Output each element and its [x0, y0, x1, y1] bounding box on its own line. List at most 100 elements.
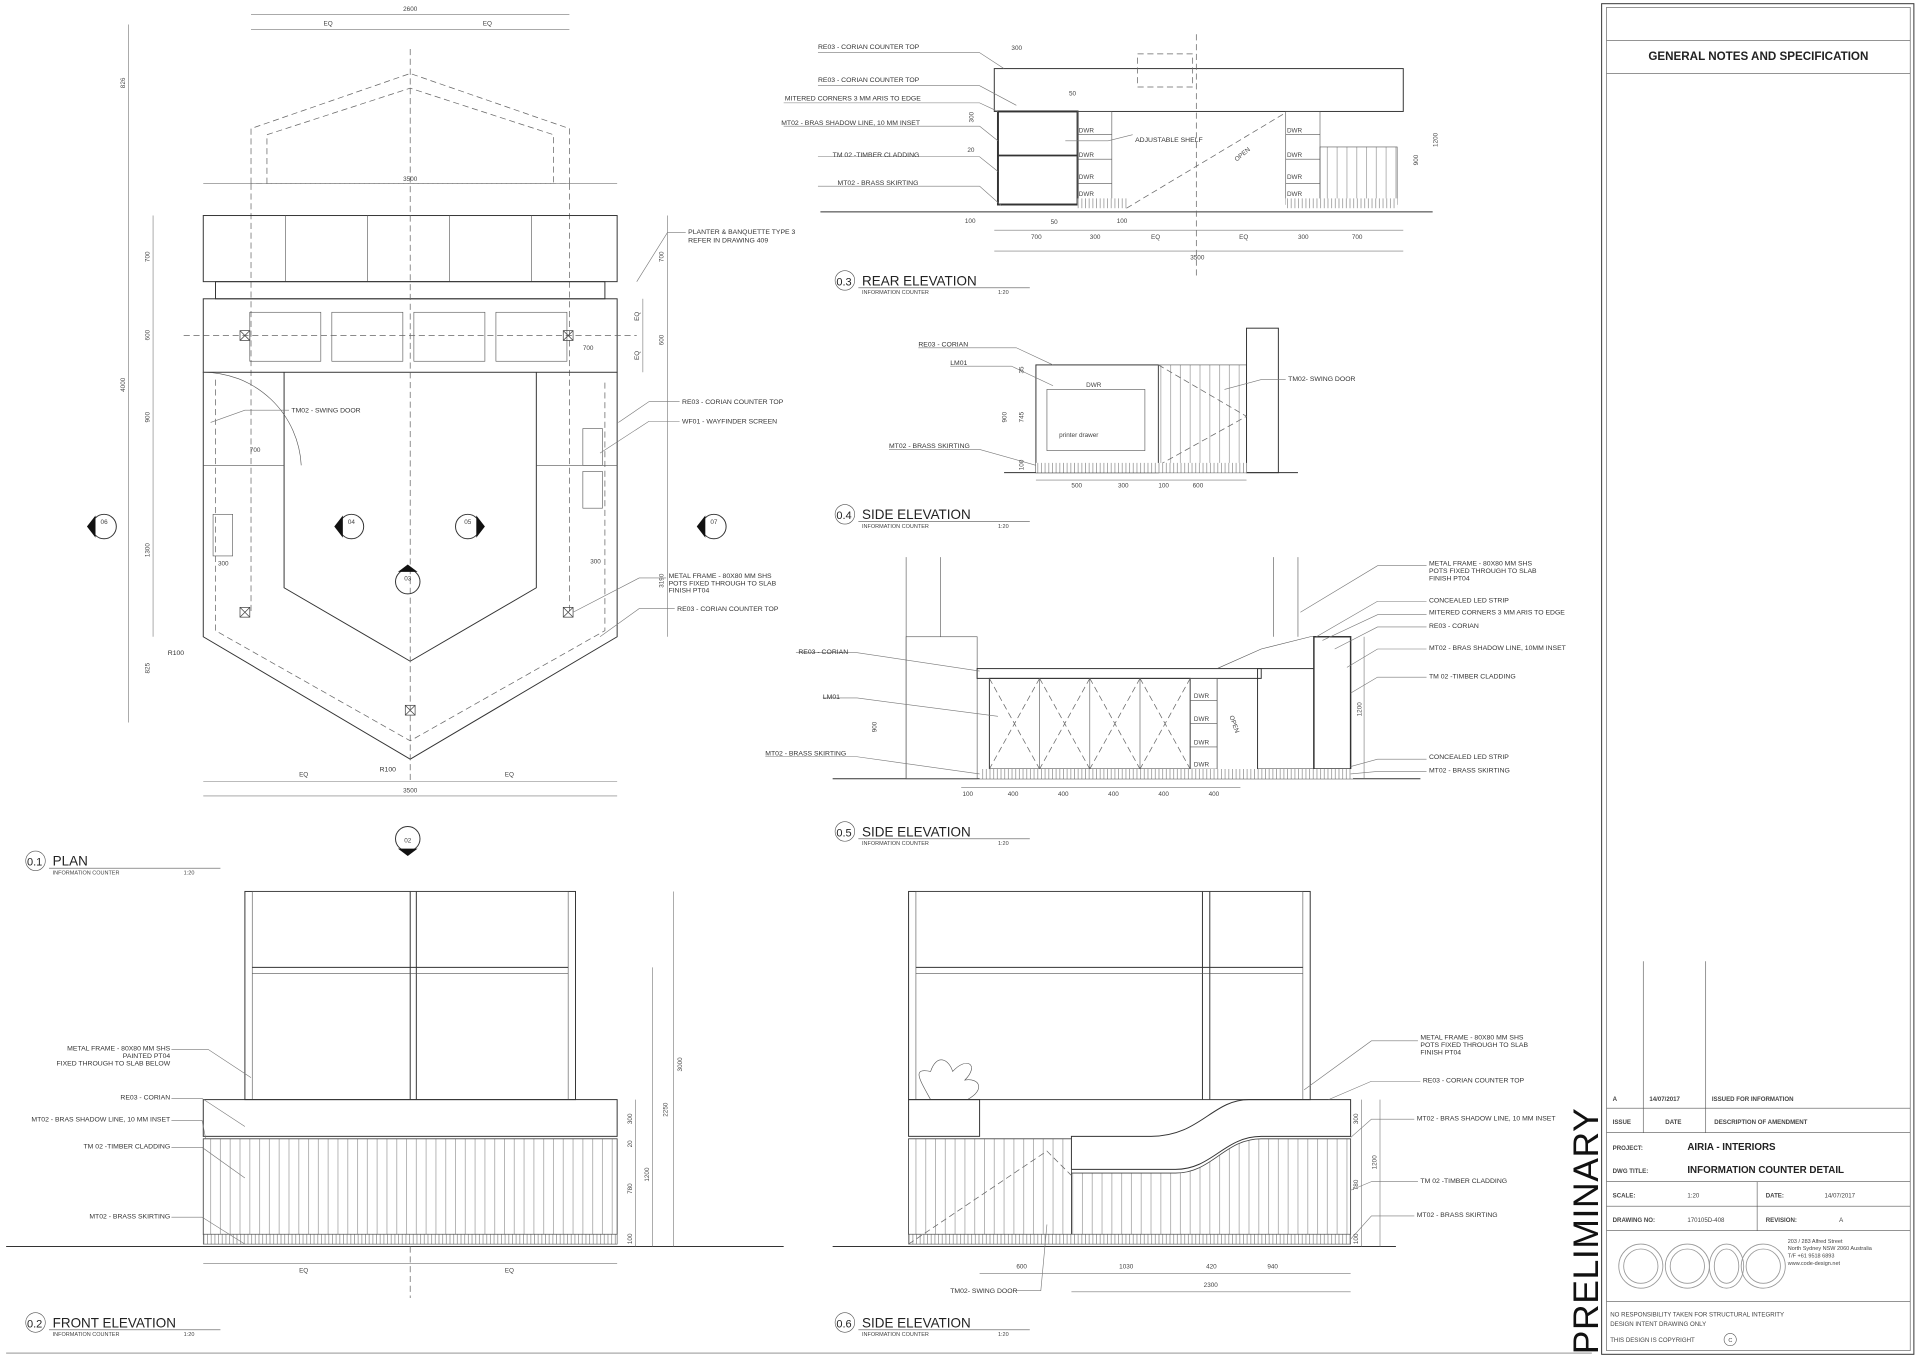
svg-text:0.6: 0.6	[836, 1318, 851, 1330]
dim-label: 3500	[403, 176, 418, 183]
dim-label: 50	[1051, 219, 1059, 226]
svg-text:INFORMATION COUNTER: INFORMATION COUNTER	[862, 1332, 929, 1338]
dim-label: 600	[659, 334, 666, 345]
annotation: METAL FRAME - 80X80 MM SHS	[669, 573, 772, 580]
dim-label: 700	[1031, 234, 1042, 241]
general-notes-heading: GENERAL NOTES AND SPECIFICATION	[1648, 50, 1868, 63]
annotation: RE03 - CORIAN COUNTER TOP	[677, 606, 779, 613]
annotation: FINISH PT04	[1420, 1049, 1461, 1056]
dim-label: 500	[1071, 482, 1082, 489]
dim-label: 1200	[644, 1167, 651, 1182]
view-title: FRONT ELEVATION	[53, 1315, 176, 1330]
dim-label: EQ	[299, 1267, 308, 1274]
drawer-label: DWR	[1287, 127, 1303, 134]
scale-label: SCALE:	[1613, 1193, 1636, 1200]
plan-view: 2600 EQ EQ 3500 700 600 900 1300 825 400…	[120, 6, 795, 797]
annotation: TM 02 -TIMBER CLADDING	[1420, 1178, 1507, 1185]
dim-label: 825	[144, 662, 151, 673]
svg-text:1:20: 1:20	[998, 290, 1009, 296]
dim-label: 780	[627, 1183, 634, 1194]
dim-label: 400	[1108, 791, 1119, 798]
dim-label: 100	[1353, 1233, 1360, 1244]
svg-text:0.3: 0.3	[836, 276, 851, 288]
annotation: FINISH PT04	[669, 588, 710, 595]
dim-label: 700	[250, 447, 261, 454]
dim-label: 1200	[1357, 702, 1364, 717]
view-title: SIDE ELEVATION	[862, 507, 971, 522]
dim-label: 400	[1008, 791, 1019, 798]
rear-elevation: DWR DWR DWR DWR DWR DWR DWR DWR OPEN RE0…	[781, 34, 1440, 276]
dim-label: 1030	[1119, 1264, 1134, 1271]
issue-header: ISSUE	[1613, 1119, 1631, 1126]
dim-label: EQ	[1151, 234, 1160, 241]
drawer-label: DWR	[1287, 191, 1303, 198]
dim-label: 300	[1011, 45, 1022, 52]
date-value: 14/07/2017	[1824, 1193, 1855, 1200]
dim-label: 1300	[144, 543, 151, 558]
svg-text:05: 05	[464, 519, 472, 526]
dim-label: 400	[1158, 791, 1169, 798]
drawer-label: DWR	[1287, 152, 1303, 159]
drawer-label: DWR	[1194, 740, 1210, 747]
annotation: MT02 - BRASS SKIRTING	[765, 751, 846, 758]
annotation: FINISH PT04	[1429, 575, 1470, 582]
drawer-label: DWR	[1079, 174, 1095, 181]
annotation: MT02 - BRASS SKIRTING	[1429, 768, 1510, 775]
dim-label: 300	[218, 561, 229, 568]
dim-label: 100	[962, 791, 973, 798]
annotation: WF01 - WAYFINDER SCREEN	[682, 419, 777, 426]
svg-text:INFORMATION COUNTER: INFORMATION COUNTER	[862, 290, 929, 296]
annotation: TM 02 -TIMBER CLADDING	[833, 152, 920, 159]
address-line: 203 / 283 Alfred Street	[1788, 1239, 1843, 1245]
dim-label: EQ	[505, 771, 514, 778]
dim-label: 300	[1298, 234, 1309, 241]
dim-label: 3500	[1190, 255, 1205, 262]
dim-label: 900	[144, 411, 151, 422]
note-structural: NO RESPONSIBILITY TAKEN FOR STRUCTURAL I…	[1610, 1311, 1784, 1318]
dim-label: 400	[1209, 791, 1220, 798]
dim-label: 100	[627, 1233, 634, 1244]
drawer-label: DWR	[1079, 191, 1095, 198]
address-line: North Sydney NSW 2060 Australia	[1788, 1246, 1873, 1252]
project-label: PROJECT:	[1613, 1145, 1643, 1152]
svg-text:0.2: 0.2	[27, 1318, 42, 1330]
annotation: RE03 - CORIAN	[1429, 623, 1479, 630]
dim-label: 600	[1016, 1264, 1027, 1271]
dim-label: 300	[1090, 234, 1101, 241]
dwg-title-label: DWG TITLE:	[1613, 1168, 1649, 1175]
view-title: SIDE ELEVATION	[862, 824, 971, 839]
section-marker-05: 05	[455, 513, 485, 540]
annotation: RE03 - CORIAN	[120, 1095, 170, 1102]
dim-label: 900	[872, 721, 879, 732]
annotation: MT02 - BRASS SKIRTING	[889, 443, 970, 450]
annotation: MT02 - BRASS SKIRTING	[838, 180, 919, 187]
annotation: MT02 - BRASS SKIRTING	[1417, 1212, 1498, 1219]
annotation: REFER IN DRAWING 409	[688, 237, 768, 244]
svg-text:02: 02	[404, 837, 412, 844]
dim-label: 900	[1002, 411, 1009, 422]
dim-label: 2250	[662, 1102, 669, 1117]
dim-label: 1200	[1371, 1155, 1378, 1170]
annotation: PAINTED PT04	[123, 1053, 171, 1060]
drawer-label: DWR	[1086, 382, 1102, 389]
section-marker-07: 07	[696, 513, 727, 540]
dim-label: 2600	[403, 6, 418, 13]
open-label: OPEN	[1228, 715, 1241, 735]
scale-value: 1:20	[1687, 1193, 1699, 1200]
dim-label: 2300	[1204, 1282, 1219, 1289]
annotation: LM01	[823, 694, 840, 701]
side-elevation-05: DWR DWR DWR DWR OPEN RE03 - CORIAN LM01 …	[765, 557, 1567, 798]
dim-label: 600	[1193, 482, 1204, 489]
phone: T/F +61 9518 6893	[1788, 1254, 1835, 1260]
dim-label: 300	[1118, 482, 1129, 489]
dim-label: 4000	[120, 377, 127, 392]
annotation: LM01	[950, 360, 967, 367]
svg-text:1:20: 1:20	[184, 870, 195, 876]
svg-text:1:20: 1:20	[998, 524, 1009, 530]
printer-drawer-label: printer drawer	[1059, 432, 1099, 439]
dim-label: 100	[965, 218, 976, 225]
section-marker-06: 06	[86, 513, 117, 540]
revision-date: 14/07/2017	[1649, 1096, 1680, 1103]
